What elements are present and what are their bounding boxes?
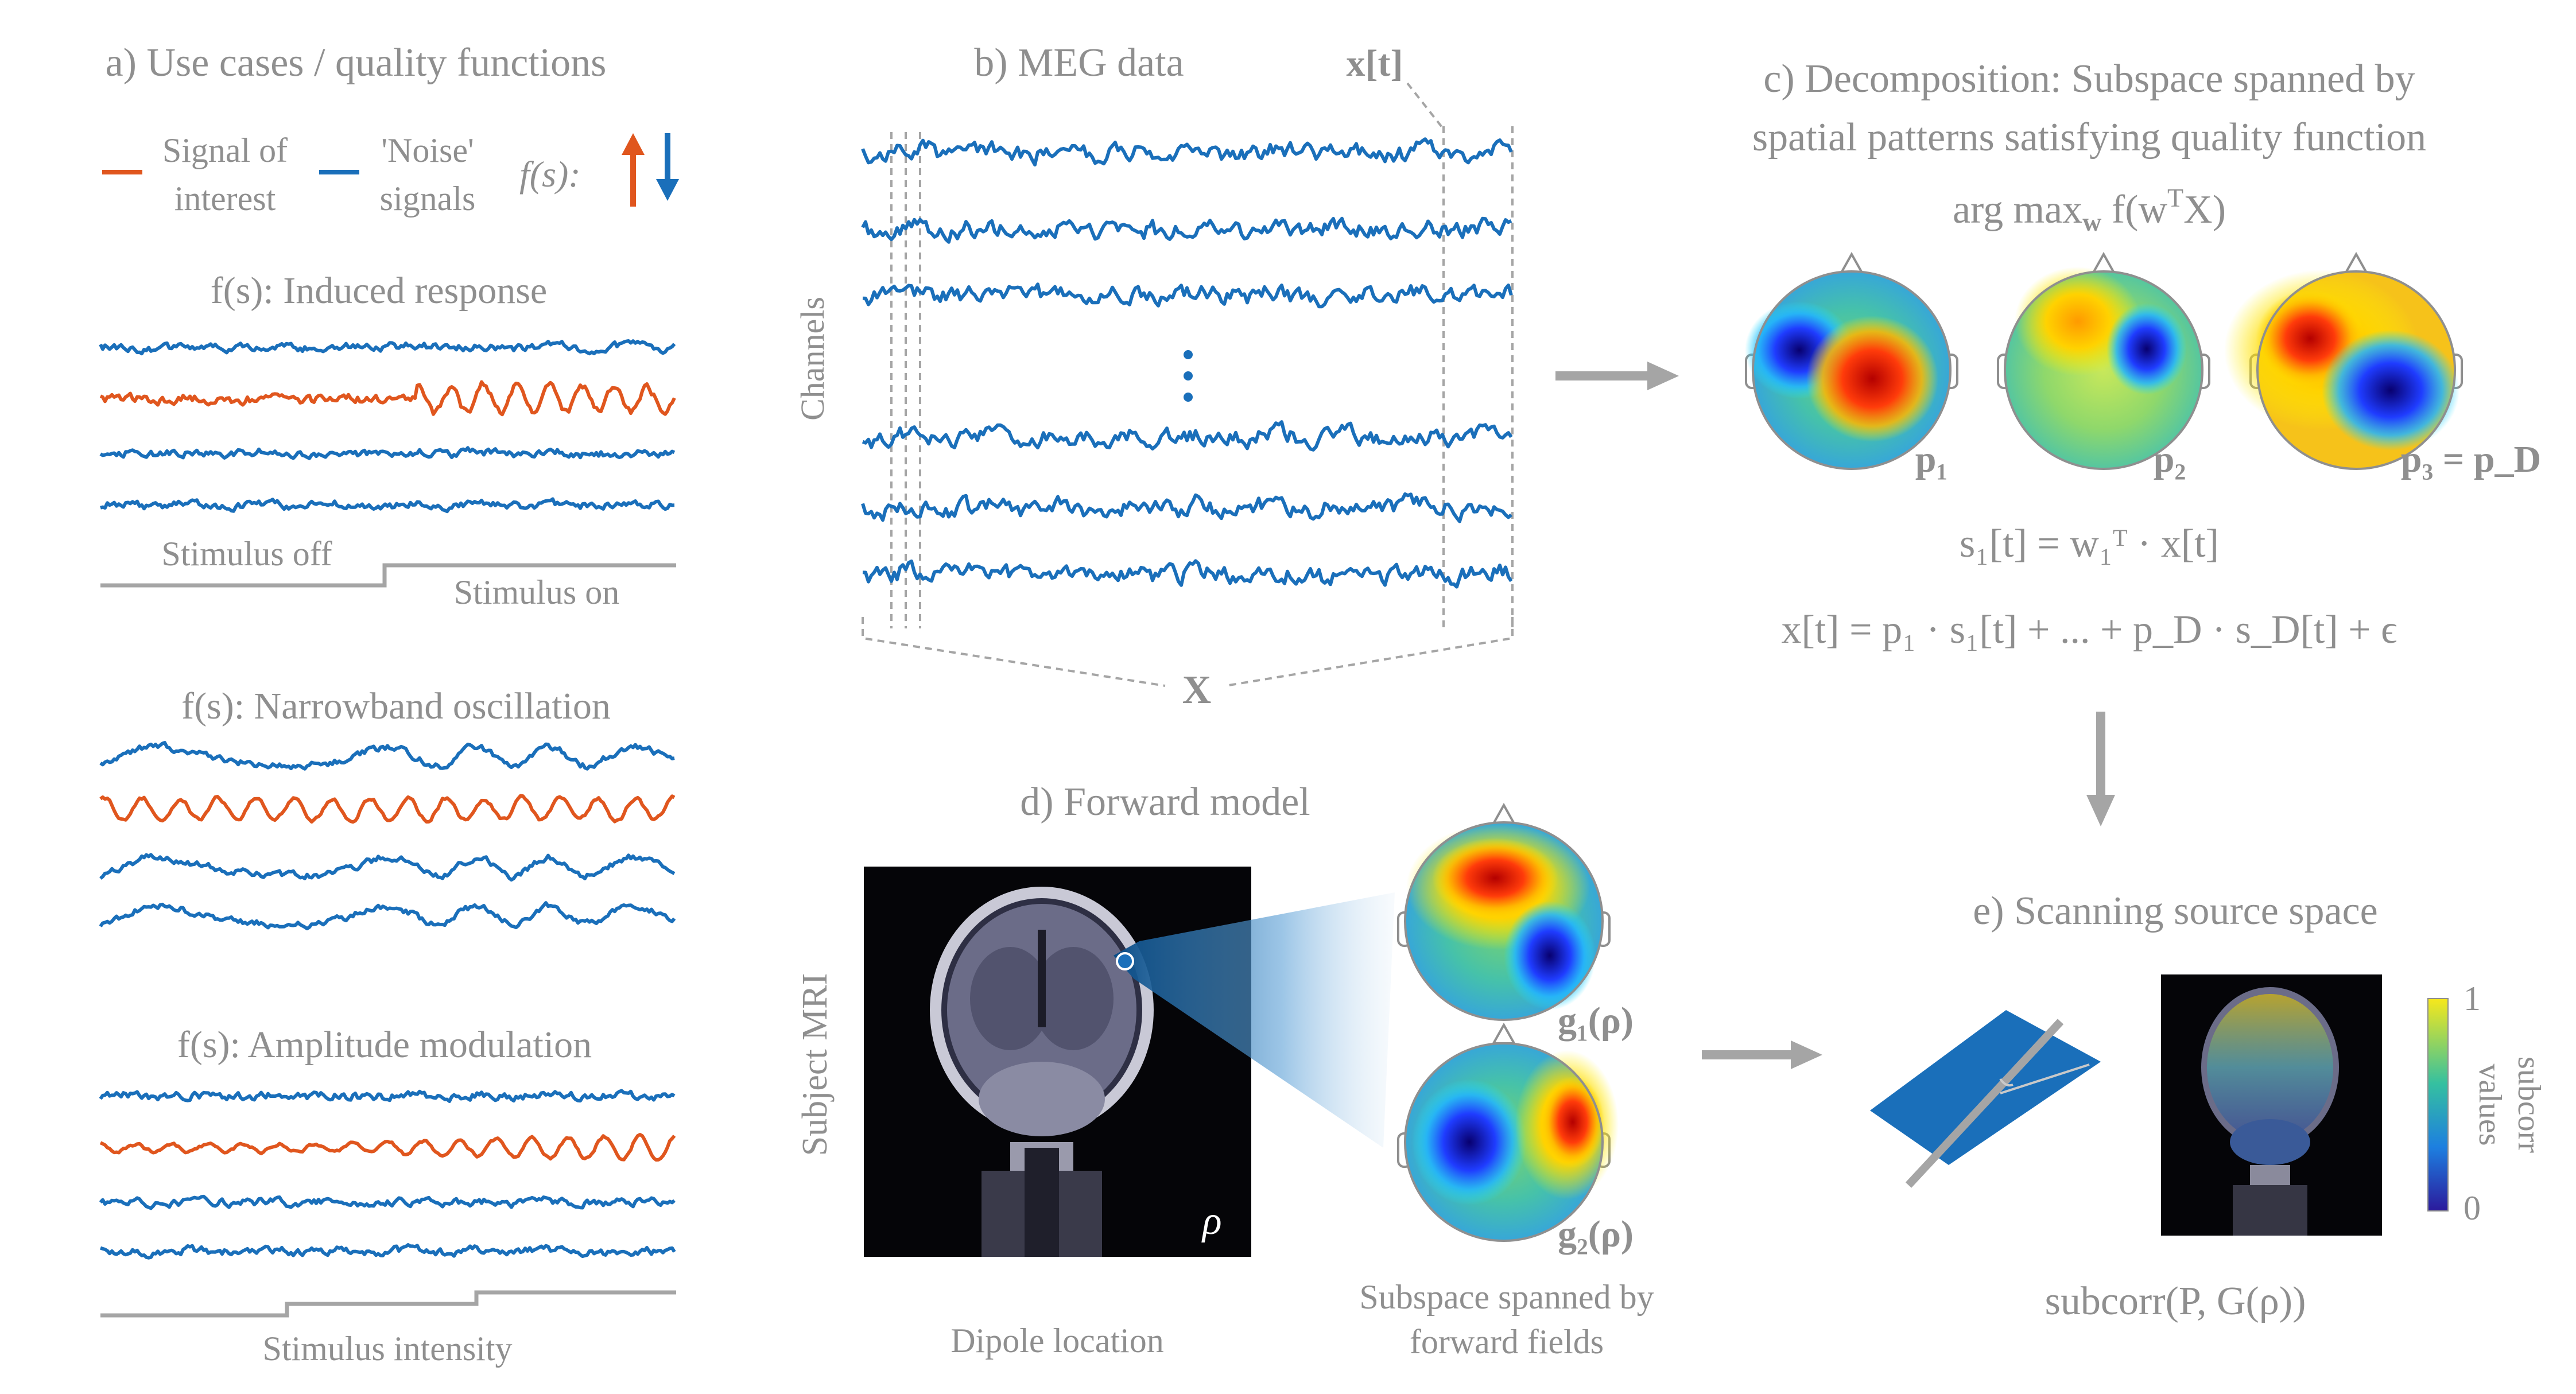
mixing-equation: x[t] = p₁ · s₁[t] + ... + p_D · s_D[t] +… — [1782, 608, 2397, 652]
mri-slice-image — [864, 867, 1251, 1257]
signal-legend-label-1: Signal of — [162, 131, 288, 169]
noise-trace — [99, 1194, 676, 1210]
meg-channel-traces — [861, 137, 1513, 589]
pattern-label-p1: p₁ — [1915, 438, 1948, 480]
meg-channel-trace — [861, 216, 1512, 244]
noise-trace — [100, 497, 675, 514]
source-equation: s₁[t] = w₁ᵀ · x[t] — [1960, 522, 2219, 566]
channels-label: Channels — [794, 297, 831, 421]
noise-trace — [99, 1089, 676, 1103]
legend: Signal of interest 'Noise' signals f(s): — [102, 131, 679, 218]
topomap-g1 — [1397, 802, 1611, 1021]
use-case-amplitude-title: f(s): Amplitude modulation — [177, 1024, 592, 1066]
signal-legend-label-2: interest — [174, 180, 276, 218]
meg-channel-trace — [862, 420, 1513, 452]
panel-b-title: b) MEG data — [974, 41, 1184, 85]
topomap-g2 — [1397, 1022, 1619, 1242]
signal-trace — [99, 380, 676, 417]
time-window-guides — [862, 82, 1514, 687]
panel-a-title: a) Use cases / quality functions — [106, 41, 607, 85]
projection-beam — [1114, 892, 1395, 1148]
panel-e-title: e) Scanning source space — [1973, 889, 2378, 933]
signal-trace — [99, 794, 676, 824]
meg-channel-trace — [862, 282, 1513, 309]
colorbar-max-label: 1 — [2464, 980, 2481, 1018]
rho-label: ρ — [1201, 1199, 1222, 1243]
data-matrix-label: X — [1182, 668, 1212, 712]
noise-trace — [99, 741, 675, 771]
noise-legend-label-2: signals — [380, 180, 476, 218]
colorbar-title-1: subcorr — [2511, 1057, 2547, 1153]
subspace-caption-1: Subspace spanned by — [1359, 1278, 1654, 1316]
dipole-marker — [1116, 952, 1134, 970]
stimulus-off-label: Stimulus off — [161, 535, 332, 573]
meg-channel-trace — [861, 492, 1512, 523]
subspace-plane-icon — [1870, 1010, 2101, 1188]
stimulus-intensity-label: Stimulus intensity — [262, 1330, 512, 1368]
noise-trace — [100, 1243, 676, 1260]
field-label-g1: g₁(ρ) — [1558, 1000, 1634, 1042]
stimulus-intensity-step — [100, 1290, 676, 1318]
stimulus-on-label: Stimulus on — [454, 573, 619, 611]
topomap-p2 — [1997, 251, 2210, 470]
fs-legend-label: f(s): — [519, 154, 581, 195]
arrow-b-to-c-icon — [1555, 362, 1679, 390]
pattern-label-p2: p₂ — [2154, 438, 2186, 480]
colorbar — [2427, 998, 2449, 1212]
use-case-narrowband-title: f(s): Narrowband oscillation — [181, 685, 611, 727]
quality-objective: arg maxw f(wTX) — [1953, 183, 2226, 236]
topomap-p3 — [2224, 251, 2463, 470]
use-case-induced-title: f(s): Induced response — [211, 270, 547, 312]
noise-legend-label-1: 'Noise' — [381, 131, 474, 169]
topomap-p1 — [1745, 251, 1958, 470]
noise-trace — [99, 339, 676, 356]
up-arrow-icon — [622, 133, 645, 207]
panel-c-title-2: spatial patterns satisfying quality func… — [1752, 115, 2426, 160]
field-label-g2: g₂(ρ) — [1558, 1213, 1634, 1255]
meg-channel-trace — [862, 559, 1513, 589]
pattern-label-p3: p₃ = p_D — [2401, 438, 2541, 480]
dipole-location-caption: Dipole location — [951, 1322, 1164, 1360]
subcorr-brain-map — [2161, 974, 2382, 1236]
subcorr-formula: subcorr(P, G(ρ)) — [2045, 1279, 2306, 1323]
subject-mri-label: Subject MRI — [796, 973, 835, 1156]
panel-d-title: d) Forward model — [1020, 780, 1310, 824]
subspace-caption-2: forward fields — [1410, 1323, 1604, 1361]
stimulus-onset-step — [100, 563, 676, 588]
colorbar-title-2: values — [2472, 1063, 2508, 1146]
meg-channel-trace — [861, 137, 1513, 167]
use-case-traces — [99, 339, 676, 1260]
x-t-label: x[t] — [1347, 42, 1403, 84]
signal-trace — [99, 1133, 676, 1162]
colorbar-min-label: 0 — [2464, 1189, 2481, 1227]
more-channels-dots — [1184, 350, 1193, 402]
noise-trace — [99, 853, 676, 882]
arrow-d-to-e-icon — [1702, 1040, 1822, 1069]
arrow-c-to-e-icon — [2086, 712, 2115, 826]
panel-c-title-1: c) Decomposition: Subspace spanned by — [1763, 57, 2415, 101]
down-arrow-icon — [656, 133, 679, 201]
noise-trace — [99, 446, 676, 460]
noise-trace — [99, 901, 676, 931]
